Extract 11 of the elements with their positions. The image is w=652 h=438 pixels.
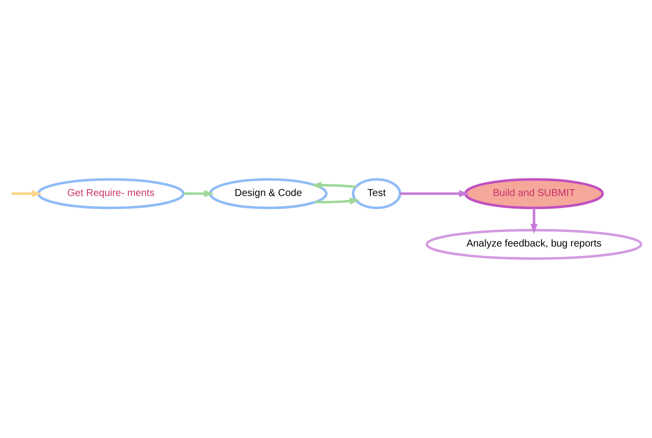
arrow (184, 190, 214, 198)
node-ellipse: Design & Code (208, 178, 328, 210)
arrow (311, 182, 356, 189)
node-ellipse: Get Require- ments (37, 178, 185, 210)
arrow (530, 208, 538, 234)
node-ellipse: Test (352, 178, 402, 210)
arrow (315, 198, 360, 205)
node-ellipse: Build and SUBMIT (464, 178, 604, 210)
arrow (400, 190, 470, 198)
arrow (11, 190, 42, 198)
node-ellipse: Analyze feedback, bug reports (426, 228, 642, 260)
